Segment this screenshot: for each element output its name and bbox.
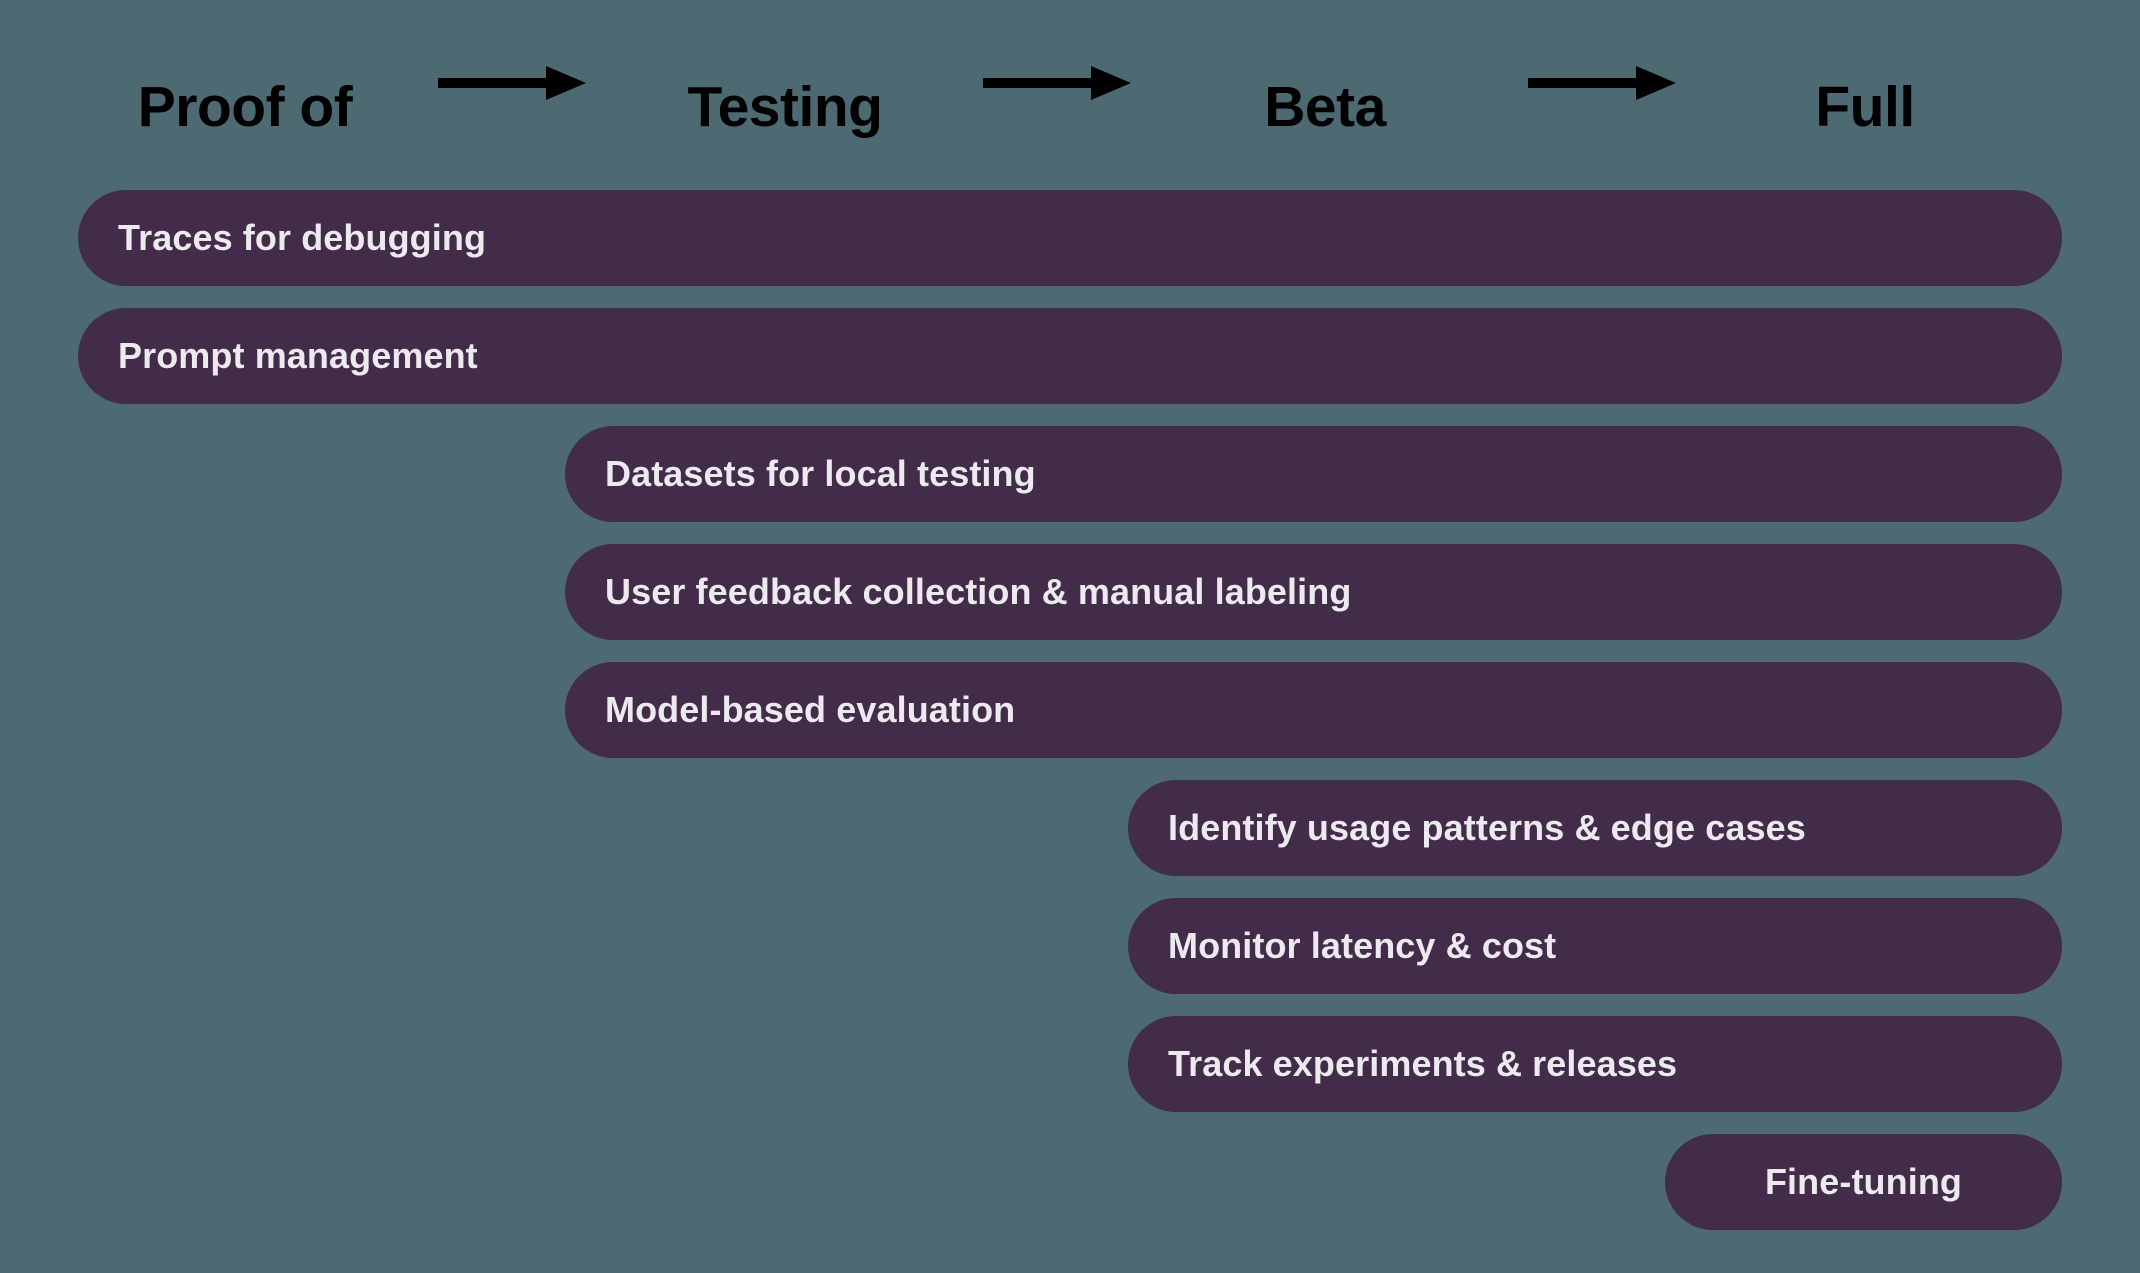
capability-bar-label: Track experiments & releases xyxy=(1168,1043,1678,1084)
stage-label-line1: Full xyxy=(1815,74,1915,139)
capability-bar-fine-tuning[interactable]: Fine-tuning xyxy=(1665,1134,2062,1230)
capability-bar-label: Monitor latency & cost xyxy=(1168,925,1557,966)
capability-bar-label: Model-based evaluation xyxy=(605,689,1016,730)
stage-label-line1: Proof of xyxy=(137,74,353,139)
capability-bar-label: Prompt management xyxy=(118,335,478,376)
capability-bar-label: Fine-tuning xyxy=(1764,1161,1963,1202)
stage-label-line1: Testing xyxy=(687,74,883,139)
capability-bar-user-feedback-labeling[interactable]: User feedback collection & manual labeli… xyxy=(565,544,2062,640)
capability-bar-monitor-latency-cost[interactable]: Monitor latency & cost xyxy=(1128,898,2062,994)
capability-bar-label: Identify usage patterns & edge cases xyxy=(1168,807,1806,848)
capability-bar-label: Traces for debugging xyxy=(118,217,487,258)
capability-bar-model-based-evaluation[interactable]: Model-based evaluation xyxy=(565,662,2062,758)
capability-bar-track-experiments[interactable]: Track experiments & releases xyxy=(1128,1016,2062,1112)
arrow-right-icon xyxy=(438,60,586,106)
capability-bar-prompt-management[interactable]: Prompt management xyxy=(78,308,2062,404)
capability-bar-datasets-local-testing[interactable]: Datasets for local testing xyxy=(565,426,2062,522)
capability-bar-label: User feedback collection & manual labeli… xyxy=(605,571,1352,612)
arrow-right-icon xyxy=(983,60,1131,106)
capability-bar-usage-patterns-edge[interactable]: Identify usage patterns & edge cases xyxy=(1128,780,2062,876)
capability-bar-label: Datasets for local testing xyxy=(605,453,1036,494)
capability-bar-traces-for-debugging[interactable]: Traces for debugging xyxy=(78,190,2062,286)
stage-label-line1: Beta xyxy=(1264,74,1386,139)
arrow-right-icon xyxy=(1528,60,1676,106)
